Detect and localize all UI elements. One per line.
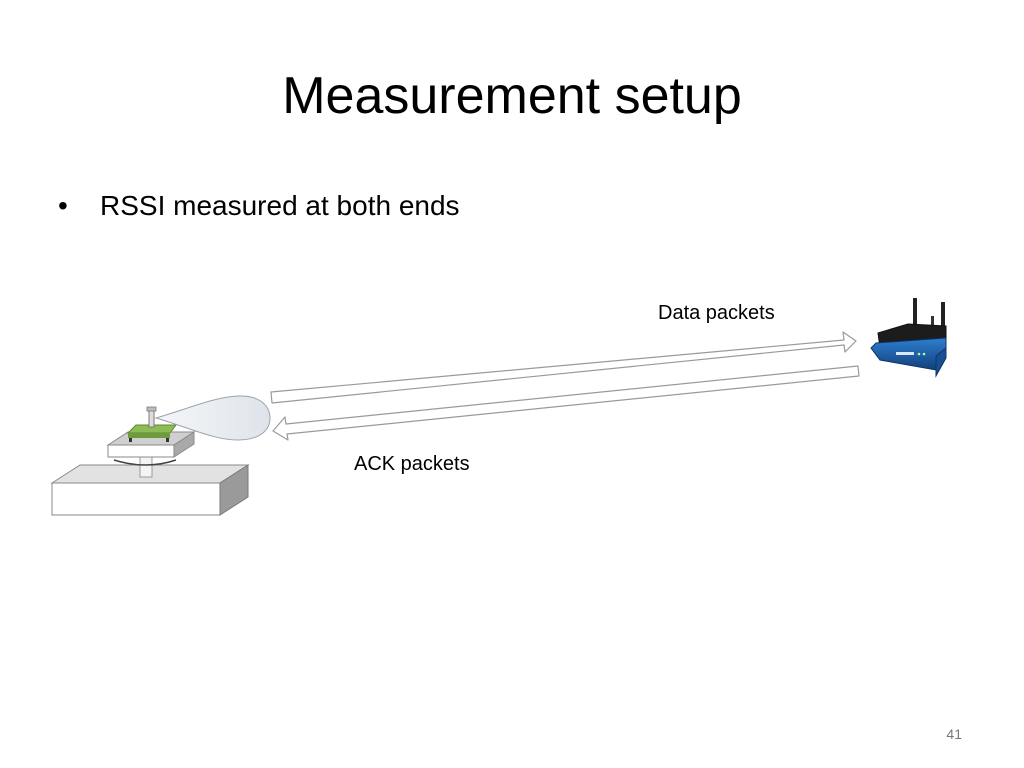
sensor-node-icon [126, 406, 177, 442]
bullet-text: RSSI measured at both ends [100, 190, 460, 221]
slide-title: Measurement setup [282, 67, 742, 125]
data-packets-label: Data packets [658, 302, 775, 324]
bullet-list: • RSSI measured at both ends [58, 186, 460, 226]
page-number: 41 [946, 726, 962, 742]
router-icon [870, 298, 947, 378]
antenna-beam [154, 395, 271, 441]
bullet-dot-icon: • [58, 190, 68, 221]
ack-packets-arrow [272, 365, 860, 441]
bullet-item: • RSSI measured at both ends [58, 186, 460, 226]
ack-packets-label: ACK packets [354, 453, 470, 475]
mount-post [113, 454, 177, 478]
data-packets-arrow [270, 331, 857, 404]
